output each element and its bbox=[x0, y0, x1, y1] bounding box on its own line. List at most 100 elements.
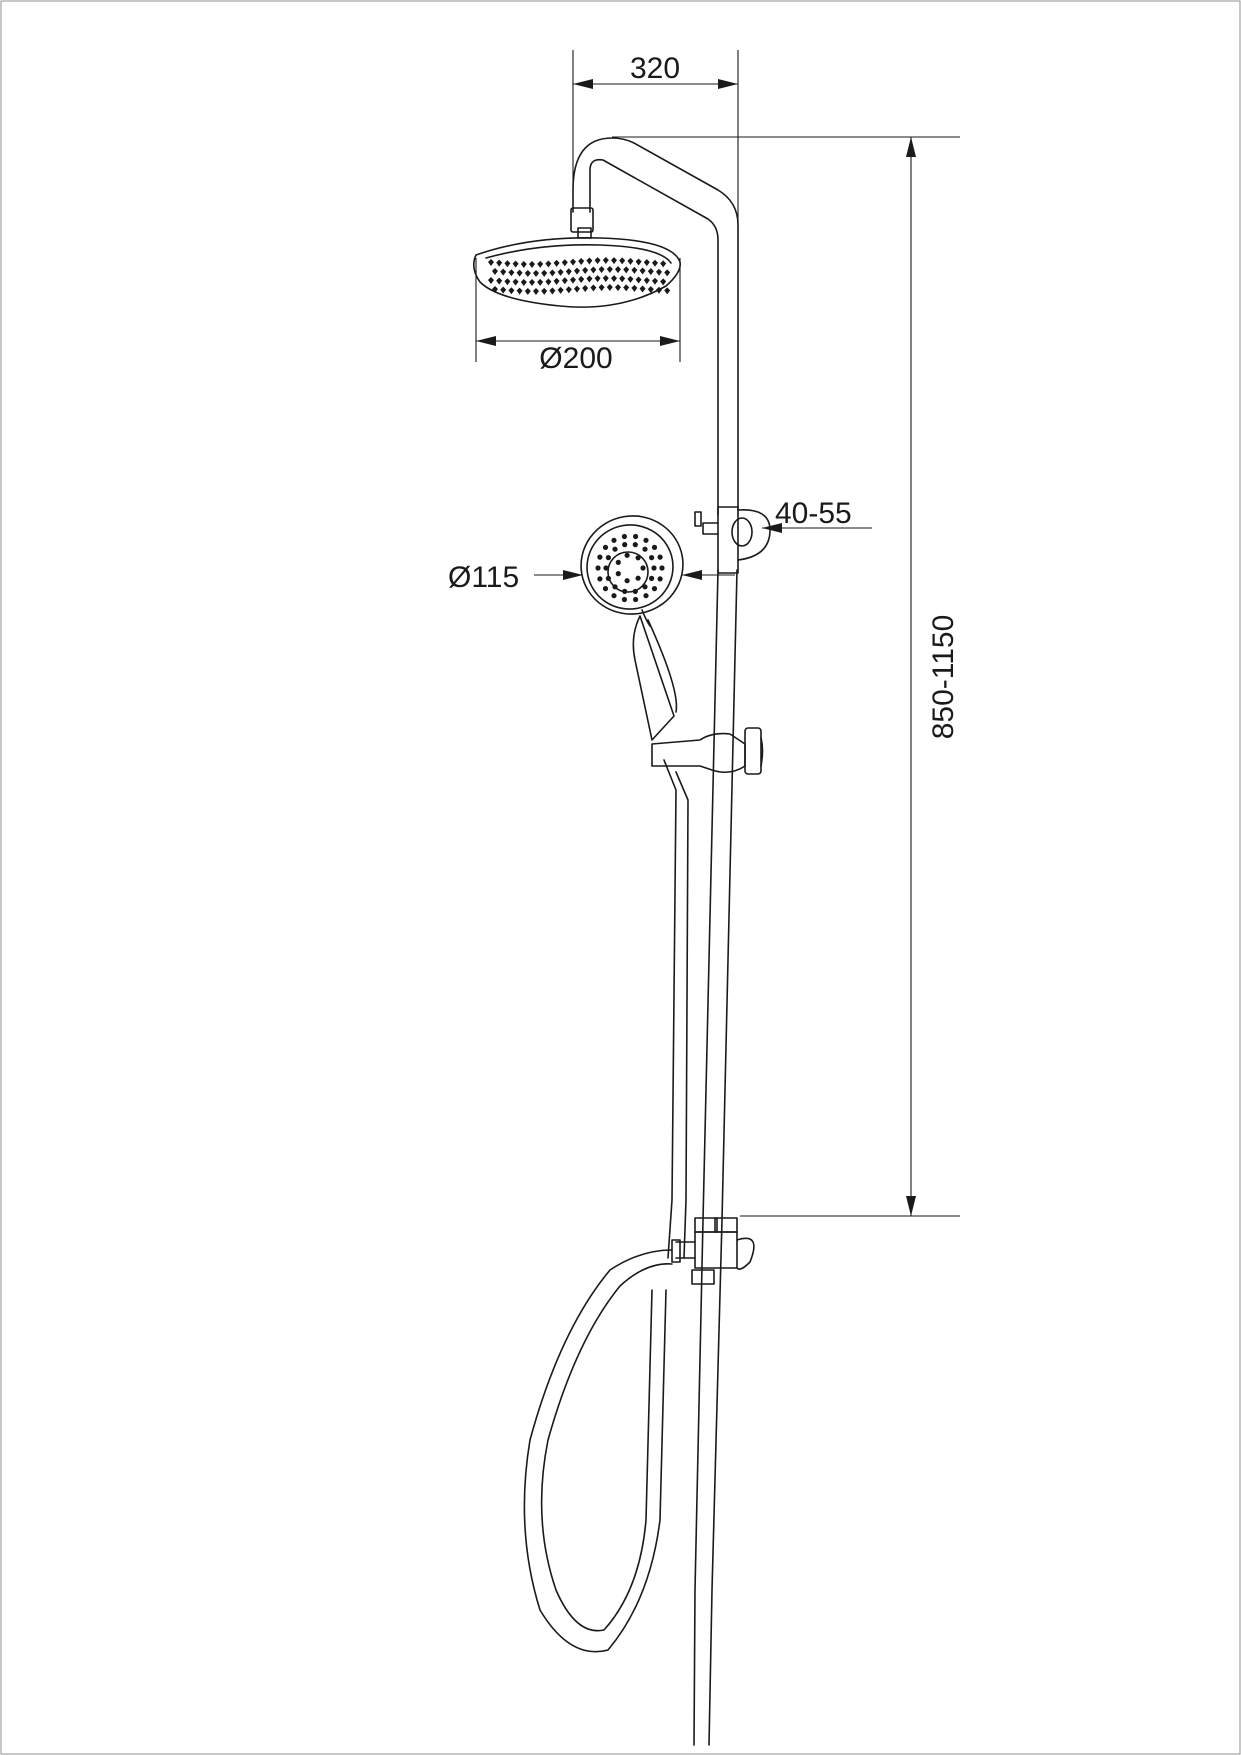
overhead-nozzle bbox=[516, 269, 523, 277]
overhead-shower-head bbox=[472, 237, 682, 308]
overhead-nozzle bbox=[656, 268, 662, 276]
overhead-nozzle bbox=[488, 277, 494, 284]
dimension-arm-reach: 320 bbox=[572, 50, 739, 225]
arm-swivel-joint bbox=[570, 207, 594, 233]
overhead-nozzle bbox=[553, 277, 560, 285]
hand-nozzle bbox=[643, 593, 649, 599]
hand-nozzle bbox=[597, 554, 603, 560]
overhead-nozzle bbox=[541, 269, 548, 277]
overhead-nozzle bbox=[623, 284, 630, 292]
diverter-valve bbox=[671, 1217, 755, 1285]
overhead-nozzle bbox=[488, 259, 494, 266]
dimension-adjustable-height: 850-1150 bbox=[612, 136, 960, 1217]
overhead-nozzle bbox=[508, 287, 515, 295]
hand-shower-nozzles bbox=[595, 533, 665, 603]
hand-nozzle bbox=[651, 544, 658, 551]
overhead-nozzle bbox=[557, 268, 564, 276]
height-arrow-bottom bbox=[906, 1196, 916, 1216]
overhead-nozzles bbox=[488, 257, 671, 295]
overhead-nozzle bbox=[647, 268, 654, 276]
overhead-nozzle bbox=[606, 266, 613, 274]
overhead-nozzle bbox=[643, 277, 650, 285]
hand-nozzle bbox=[615, 571, 621, 577]
hand-nozzle bbox=[621, 533, 628, 540]
overhead-nozzle bbox=[639, 267, 646, 275]
overhead-nozzle bbox=[578, 275, 585, 283]
overhead-nozzle bbox=[570, 276, 576, 284]
overhead-nozzle bbox=[504, 278, 511, 286]
hand-nozzle bbox=[602, 586, 609, 592]
overhead-nozzle bbox=[598, 266, 605, 274]
hand-nozzle bbox=[635, 555, 641, 561]
overhead-nozzle bbox=[594, 275, 601, 283]
hand-nozzle bbox=[622, 588, 628, 595]
overhead-diameter-arrow-left bbox=[476, 336, 496, 346]
upper-wall-bracket bbox=[694, 506, 771, 574]
overhead-nozzle bbox=[611, 257, 617, 265]
overhead-nozzle bbox=[492, 268, 498, 275]
overhead-nozzle bbox=[545, 260, 552, 268]
slide-bar-holder bbox=[651, 727, 764, 775]
overhead-nozzle bbox=[623, 266, 630, 274]
arm-swivel-nut bbox=[577, 227, 592, 239]
hand-nozzle bbox=[642, 546, 648, 552]
overhead-nozzle bbox=[537, 260, 544, 268]
hand-nozzle bbox=[597, 576, 603, 582]
hand-nozzle bbox=[640, 565, 646, 571]
overhead-nozzle bbox=[545, 278, 552, 286]
hand-nozzle bbox=[611, 537, 617, 543]
hand-nozzle bbox=[605, 575, 612, 582]
overhead-nozzle bbox=[553, 259, 560, 267]
overhead-nozzle bbox=[520, 260, 527, 268]
arm-reach-label: 320 bbox=[630, 52, 680, 85]
overhead-nozzle bbox=[615, 266, 621, 274]
adjustable-height-label: 850-1150 bbox=[927, 615, 960, 740]
overhead-nozzle bbox=[512, 278, 519, 286]
height-arrow-top bbox=[906, 137, 916, 157]
overhead-nozzle bbox=[561, 277, 568, 285]
overhead-nozzle bbox=[504, 260, 511, 268]
hand-nozzle bbox=[605, 555, 612, 561]
hand-diameter-arrow-right bbox=[682, 570, 702, 580]
hand-nozzle bbox=[632, 588, 638, 595]
overhead-nozzle bbox=[586, 257, 593, 265]
overhead-nozzle bbox=[606, 284, 613, 292]
overhead-nozzle bbox=[590, 266, 597, 274]
hand-nozzle bbox=[659, 565, 665, 571]
overhead-diameter-arrow-right bbox=[660, 336, 680, 346]
hand-diameter-arrow-left bbox=[563, 570, 583, 580]
hand-nozzle bbox=[612, 546, 618, 552]
overhead-nozzle bbox=[660, 278, 667, 286]
hand-nozzle bbox=[624, 552, 630, 558]
hand-nozzle bbox=[651, 586, 658, 592]
overhead-nozzle bbox=[652, 277, 658, 285]
overhead-nozzle bbox=[524, 287, 531, 295]
overhead-nozzle bbox=[529, 278, 535, 286]
overhead-nozzle bbox=[541, 287, 548, 295]
overhead-nozzle bbox=[611, 275, 617, 283]
overhead-nozzle bbox=[570, 258, 576, 266]
overhead-nozzle bbox=[582, 284, 589, 292]
overhead-nozzle bbox=[578, 257, 585, 265]
overhead-nozzle bbox=[565, 268, 572, 276]
overhead-nozzle bbox=[627, 275, 634, 283]
overhead-nozzle bbox=[529, 260, 535, 268]
overhead-nozzle bbox=[598, 284, 605, 292]
overhead-nozzle bbox=[574, 285, 580, 293]
hand-nozzle bbox=[657, 576, 663, 582]
wall-bracket-label: 40-55 bbox=[775, 497, 852, 530]
overhead-nozzle bbox=[619, 257, 626, 265]
overhead-nozzle bbox=[586, 275, 593, 283]
hand-nozzle bbox=[603, 565, 609, 571]
shower-hose bbox=[523, 759, 689, 1653]
overhead-nozzle bbox=[602, 275, 609, 283]
dimension-wall-bracket: 40-55 bbox=[762, 497, 872, 533]
hand-nozzle bbox=[657, 554, 663, 560]
overhead-nozzle bbox=[533, 269, 539, 277]
arm-reach-arrow-left bbox=[573, 79, 593, 89]
overhead-diameter-label: Ø200 bbox=[539, 342, 612, 375]
overhead-nozzle bbox=[664, 269, 671, 277]
overhead-nozzle bbox=[647, 286, 654, 294]
overhead-nozzle bbox=[660, 260, 667, 268]
